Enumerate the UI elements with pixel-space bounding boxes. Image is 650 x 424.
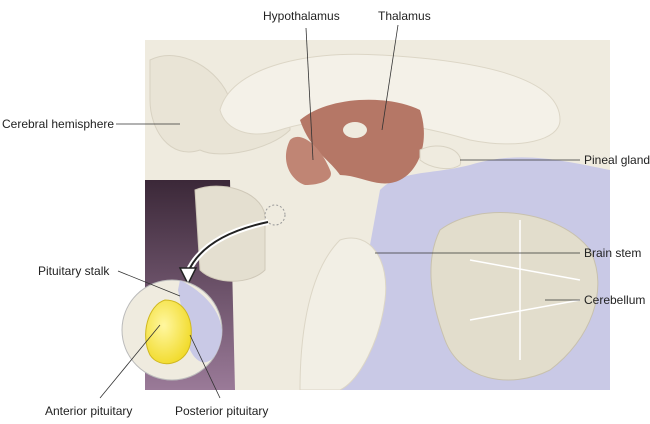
leader-posterior bbox=[189, 334, 221, 399]
pituitary-origin bbox=[264, 204, 286, 226]
arbor-vitae bbox=[469, 220, 581, 360]
thalamus-shape bbox=[300, 99, 424, 184]
leader-pituitary-stalk bbox=[117, 270, 181, 297]
label-cerebral-hemisphere: Cerebral hemisphere bbox=[2, 117, 114, 131]
hypothalamus-shape bbox=[285, 136, 331, 185]
label-pituitary-stalk: Pituitary stalk bbox=[38, 264, 110, 278]
label-brain-stem: Brain stem bbox=[584, 246, 641, 260]
arrow-head-icon bbox=[178, 267, 198, 286]
zoom-arrow bbox=[187, 221, 269, 273]
pineal-gland-shape bbox=[419, 145, 462, 170]
massa-intermedia bbox=[343, 122, 367, 138]
label-cerebellum: Cerebellum bbox=[584, 293, 645, 307]
label-hypothalamus: Hypothalamus bbox=[263, 9, 340, 23]
brain-stem-shape bbox=[299, 237, 387, 390]
leader-anterior bbox=[99, 324, 161, 399]
cerebellum-shape bbox=[430, 212, 599, 381]
label-anterior-pituitary: Anterior pituitary bbox=[45, 404, 132, 418]
pituitary-inset bbox=[121, 279, 223, 381]
label-pineal-gland: Pineal gland bbox=[584, 153, 650, 167]
label-posterior-pituitary: Posterior pituitary bbox=[175, 404, 268, 418]
anterior-pituitary-shape bbox=[145, 299, 192, 365]
label-thalamus: Thalamus bbox=[378, 9, 431, 23]
leader-thalamus bbox=[381, 24, 399, 131]
leader-hypothalamus bbox=[305, 27, 314, 161]
